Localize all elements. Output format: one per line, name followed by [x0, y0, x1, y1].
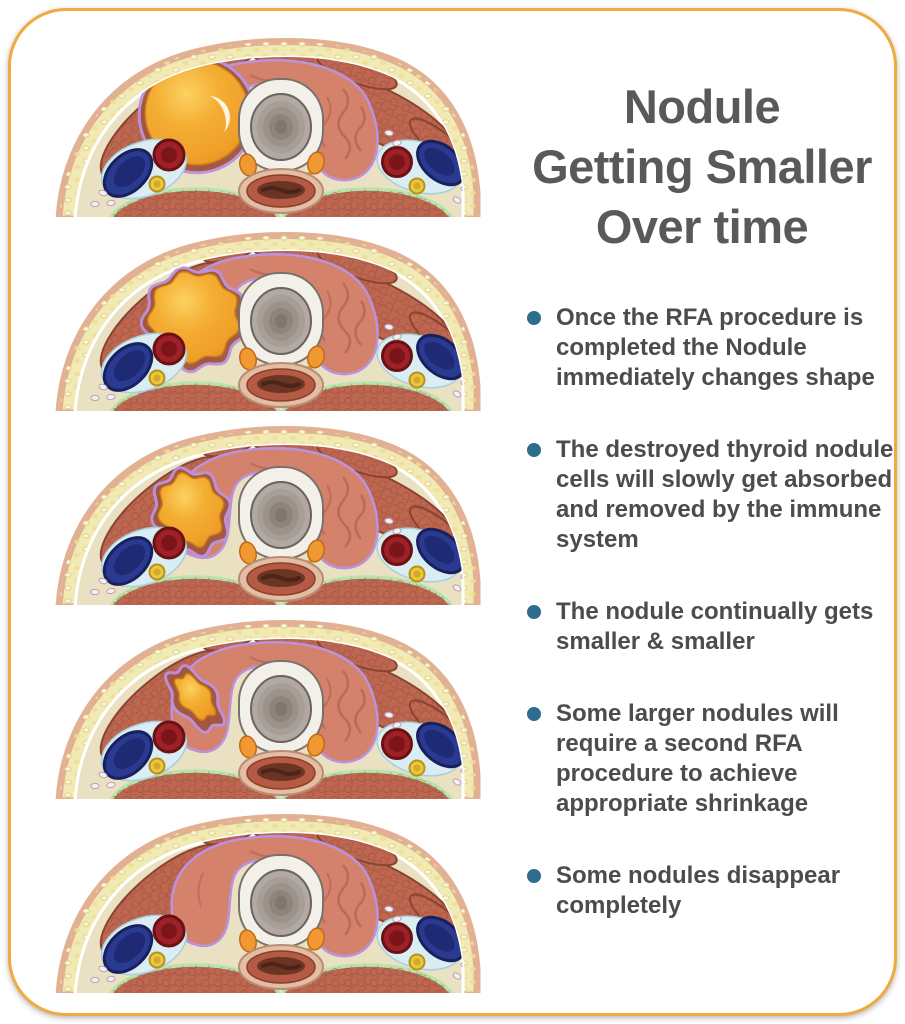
bullet-text: The nodule continually gets smaller & sm… [556, 598, 874, 655]
bullet-item: Some nodules disappear completely [527, 861, 894, 921]
bullet-dot-icon [527, 869, 541, 883]
bullet-item: Once the RFA procedure is completed the … [527, 303, 894, 393]
bullet-dot-icon [527, 443, 541, 457]
title-line-2: Getting Smaller [532, 140, 872, 193]
bullet-text: Once the RFA procedure is completed the … [556, 304, 875, 391]
bullet-text: The destroyed thyroid nodule cells will … [556, 436, 894, 553]
cross-section-stage-1 [45, 27, 485, 217]
bullet-item: Some larger nodules will require a secon… [527, 699, 894, 819]
cross-section-stage-5 [45, 803, 485, 993]
cross-section-stage-2 [45, 221, 485, 411]
title-line-1: Nodule [623, 80, 781, 133]
bullet-item: The destroyed thyroid nodule cells will … [527, 435, 894, 555]
bullet-text: Some larger nodules will require a secon… [556, 700, 839, 817]
cross-section-series [45, 27, 485, 997]
bullet-text: Some nodules disappear completely [556, 862, 841, 919]
bullet-list: Once the RFA procedure is completed the … [503, 303, 894, 921]
page-title: Nodule Getting Smaller Over time [503, 77, 894, 257]
cross-section-stage-3 [45, 415, 485, 605]
bullet-item: The nodule continually gets smaller & sm… [527, 597, 894, 657]
bullet-dot-icon [527, 311, 541, 325]
cross-section-stage-4 [45, 609, 485, 799]
poster-frame: Nodule Getting Smaller Over time Once th… [8, 8, 897, 1016]
bullet-dot-icon [527, 605, 541, 619]
title-line-3: Over time [595, 200, 809, 253]
text-column: Nodule Getting Smaller Over time Once th… [503, 77, 894, 963]
bullet-dot-icon [527, 707, 541, 721]
